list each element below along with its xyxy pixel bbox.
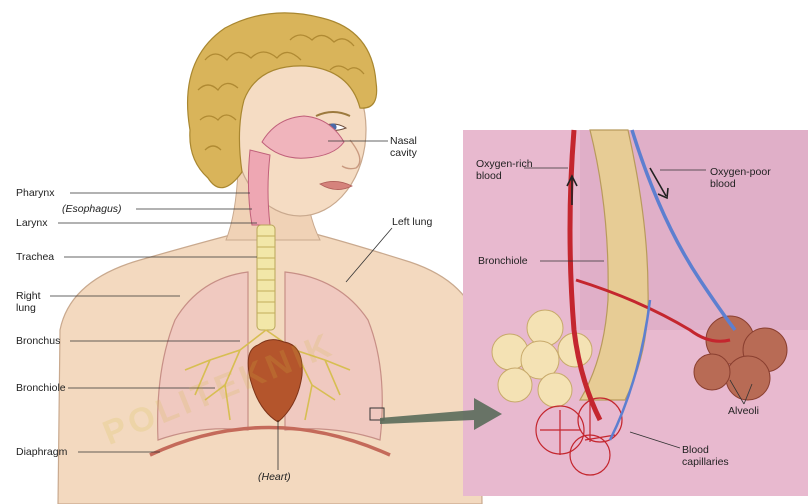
- label-nasal-cavity: Nasal cavity: [390, 135, 417, 159]
- label-bronchiole-inset: Bronchiole: [478, 255, 528, 267]
- label-alveoli: Alveoli: [728, 405, 759, 417]
- label-trachea: Trachea: [16, 251, 54, 263]
- label-oxygen-poor-blood: Oxygen-poor blood: [710, 166, 771, 190]
- label-larynx: Larynx: [16, 217, 48, 229]
- label-right-lung: Right lung: [16, 290, 41, 314]
- trachea-shape: [257, 225, 275, 330]
- pharynx-shape: [248, 150, 270, 225]
- label-esophagus: (Esophagus): [62, 203, 122, 215]
- label-left-lung: Left lung: [392, 216, 432, 228]
- label-bronchus: Bronchus: [16, 335, 60, 347]
- label-pharynx: Pharynx: [16, 187, 55, 199]
- label-oxygen-rich-blood: Oxygen-rich blood: [476, 158, 533, 182]
- label-blood-capillaries: Blood capillaries: [682, 444, 729, 468]
- label-heart: (Heart): [258, 471, 291, 483]
- label-bronchiole: Bronchiole: [16, 382, 66, 394]
- label-diaphragm: Diaphragm: [16, 446, 67, 458]
